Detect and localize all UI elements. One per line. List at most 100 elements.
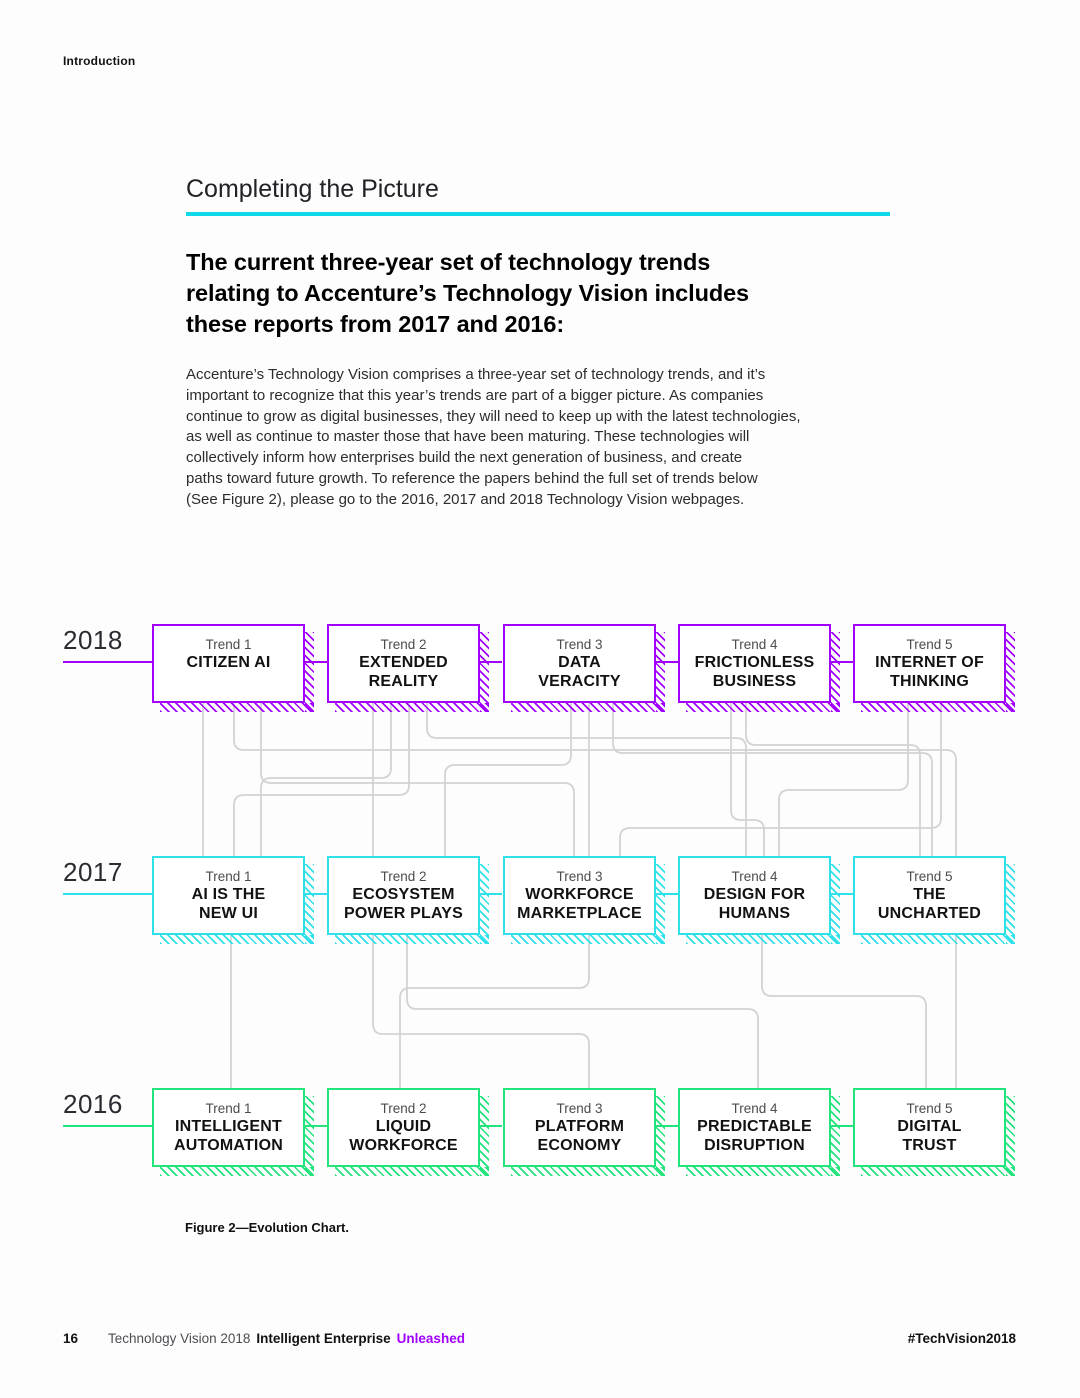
year-lead-line <box>63 893 152 895</box>
hatch-shadow-right <box>831 632 840 712</box>
trend-label: Trend 3 <box>556 637 603 652</box>
row-connector-dash <box>656 893 678 895</box>
trend-label: Trend 5 <box>906 637 953 652</box>
trend-box-2018-2: Trend 2 EXTENDED REALITY <box>327 624 489 712</box>
trend-box-2017-5: Trend 5 THE UNCHARTED <box>853 856 1015 944</box>
row-connector-dash <box>831 893 853 895</box>
trend-box-2016-4: Trend 4 PREDICTABLE DISRUPTION <box>678 1088 840 1176</box>
footer-report-subtitle: Intelligent Enterprise <box>256 1331 391 1346</box>
row-connector-dash <box>831 1125 853 1127</box>
section-label: Introduction <box>63 54 136 68</box>
trend-name: DIGITAL TRUST <box>897 1118 962 1154</box>
hatch-shadow-right <box>480 1096 489 1176</box>
year-lead-line <box>63 661 152 663</box>
trend-label: Trend 5 <box>906 869 953 884</box>
trend-label: Trend 4 <box>731 869 778 884</box>
hatch-shadow-right <box>831 1096 840 1176</box>
row-connector-dash <box>831 661 853 663</box>
evolution-connector <box>444 703 572 857</box>
row-connector-dash <box>480 1125 502 1127</box>
evolution-connector <box>761 935 927 1089</box>
hatch-shadow-bottom <box>686 703 840 712</box>
row-connector-dash <box>656 661 678 663</box>
trend-name: AI IS THE NEW UI <box>191 886 266 922</box>
intro-heading: The current three-year set of technology… <box>186 249 750 337</box>
row-connector-dash <box>305 661 327 663</box>
hatch-shadow-right <box>305 864 314 944</box>
footer-report-subtitle-accent: Unleashed <box>396 1331 465 1346</box>
page-title: Completing the Picture <box>186 175 439 203</box>
page-footer: 16 Technology Vision 2018 Intelligent En… <box>63 1331 1016 1346</box>
trend-name: CITIZEN AI <box>186 654 271 671</box>
hatch-shadow-bottom <box>861 1167 1015 1176</box>
hatch-shadow-bottom <box>335 935 489 944</box>
footer-report-title: Technology Vision 2018 <box>108 1331 251 1346</box>
hatch-shadow-bottom <box>160 1167 314 1176</box>
evolution-connector <box>730 703 765 857</box>
trend-name: INTELLIGENT AUTOMATION <box>174 1118 283 1154</box>
year-label-2016: 2016 <box>63 1089 123 1119</box>
trend-name: EXTENDED REALITY <box>359 654 448 690</box>
trend-label: Trend 1 <box>205 869 252 884</box>
trend-label: Trend 3 <box>556 1101 603 1116</box>
evolution-connector <box>233 703 957 857</box>
hatch-shadow-bottom <box>160 935 314 944</box>
year-label-2018: 2018 <box>63 625 123 655</box>
hatch-shadow-right <box>305 1096 314 1176</box>
row-connector-dash <box>305 1125 327 1127</box>
trend-name: INTERNET OF THINKING <box>875 654 984 690</box>
trend-name: ECOSYSTEM POWER PLAYS <box>344 886 463 922</box>
trend-name: THE UNCHARTED <box>877 886 982 922</box>
trend-box-2018-4: Trend 4 FRICTIONLESS BUSINESS <box>678 624 840 712</box>
trend-box-2017-1: Trend 1 AI IS THE NEW UI <box>152 856 314 944</box>
title-underline-rule <box>186 212 890 216</box>
hatch-shadow-bottom <box>511 1167 665 1176</box>
evolution-connector <box>778 703 909 857</box>
hatch-shadow-right <box>1006 1096 1015 1176</box>
evolution-connector <box>612 703 933 857</box>
trend-label: Trend 2 <box>380 637 427 652</box>
footer-page-number: 16 <box>63 1331 79 1346</box>
trend-name: PREDICTABLE DISRUPTION <box>697 1118 812 1154</box>
evolution-connector <box>399 935 590 1089</box>
hatch-shadow-right <box>1006 864 1015 944</box>
hatch-shadow-right <box>656 1096 665 1176</box>
evolution-connector <box>426 703 747 857</box>
footer-hashtag: #TechVision2018 <box>907 1331 1016 1346</box>
hatch-shadow-right <box>305 632 314 712</box>
trend-label: Trend 4 <box>731 1101 778 1116</box>
body-paragraph: Accenture’s Technology Vision comprises … <box>186 366 801 508</box>
hatch-shadow-bottom <box>335 1167 489 1176</box>
hatch-shadow-bottom <box>160 703 314 712</box>
hatch-shadow-right <box>1006 632 1015 712</box>
evolution-connector <box>260 703 392 857</box>
evolution-connector <box>233 703 410 857</box>
trend-label: Trend 3 <box>556 869 603 884</box>
hatch-shadow-right <box>831 864 840 944</box>
evolution-connector <box>372 935 590 1089</box>
hatch-shadow-right <box>656 864 665 944</box>
hatch-shadow-bottom <box>861 935 1015 944</box>
figure-caption: Figure 2—Evolution Chart. <box>185 1220 349 1235</box>
row-connector-dash <box>480 893 502 895</box>
trend-box-2018-5: Trend 5 INTERNET OF THINKING <box>853 624 1015 712</box>
row-connector-dash <box>305 893 327 895</box>
evolution-connector <box>406 935 759 1089</box>
year-lead-line <box>63 1125 152 1127</box>
trend-name: FRICTIONLESS BUSINESS <box>694 654 815 690</box>
hatch-shadow-right <box>656 632 665 712</box>
trend-label: Trend 4 <box>731 637 778 652</box>
hatch-shadow-bottom <box>686 935 840 944</box>
trend-name: DATA VERACITY <box>538 654 621 690</box>
trend-box-2018-3: Trend 3 DATA VERACITY <box>503 624 665 712</box>
